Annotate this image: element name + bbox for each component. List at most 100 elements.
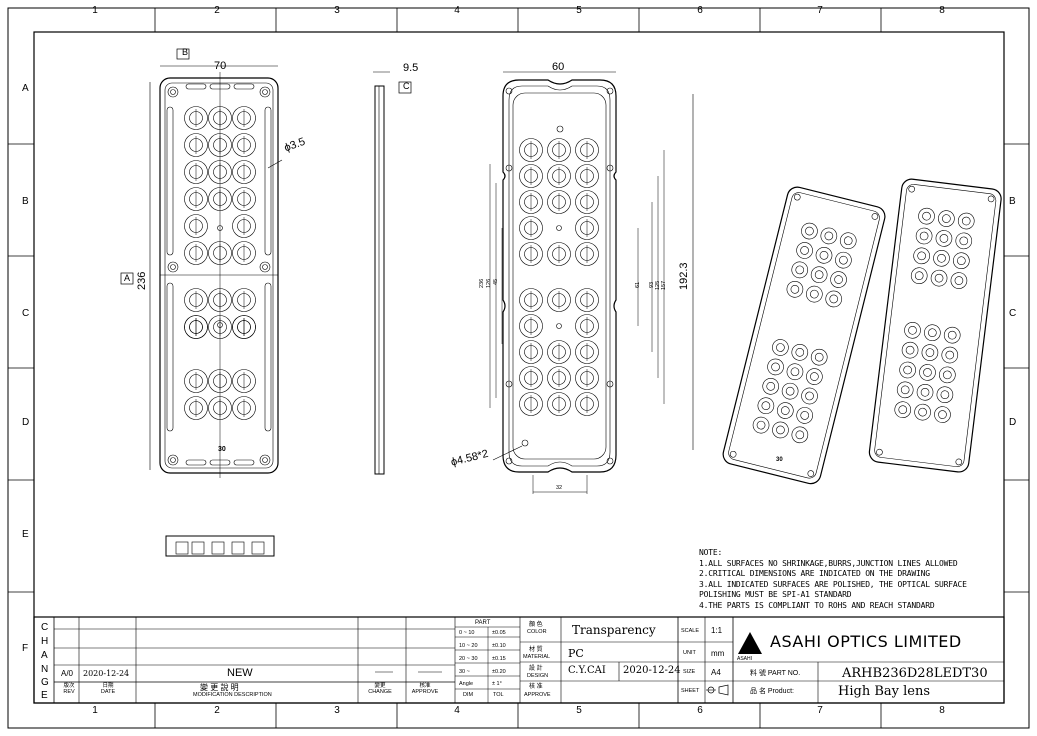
iso-lens-ring <box>806 368 823 385</box>
back-lens-cell <box>519 366 543 390</box>
iso-lens-inner <box>795 265 805 275</box>
iso-lens-ring <box>935 230 953 247</box>
lens-ring-outer <box>575 216 599 240</box>
back-lens-cell <box>547 392 571 416</box>
lens-ring-outer <box>232 133 256 157</box>
size-value: A4 <box>711 668 721 677</box>
zone-col-bottom-3: 3 <box>334 705 340 716</box>
title-block <box>33 616 1005 704</box>
change-letter-n: N <box>41 664 49 675</box>
iso-lens-ring <box>786 280 804 298</box>
iso-lens-inner <box>914 271 924 281</box>
iso-lens-inner <box>961 216 971 226</box>
rev-value: A/0 <box>61 669 74 678</box>
front-side-slot <box>264 106 272 256</box>
zone-col-top-3: 3 <box>334 5 340 16</box>
iso-lens-inner <box>814 352 824 362</box>
front-view <box>120 48 283 478</box>
front-lens-cell <box>184 106 208 130</box>
zone-col-bottom-8: 8 <box>939 705 945 716</box>
front-lens-cell <box>232 133 256 157</box>
tol-row-3-dim: 20 ~ 30 <box>459 656 478 662</box>
lens-ring-outer <box>184 160 208 184</box>
iso-lens-ring <box>915 227 933 245</box>
lens-ring-outer <box>547 392 571 416</box>
zone-col-top-8: 8 <box>939 5 945 16</box>
front-lens-cell <box>232 288 256 312</box>
iso-lens-ring <box>939 366 956 384</box>
front-mark-30: 30 <box>218 446 226 453</box>
lens-ring-outer <box>519 138 543 162</box>
front-lens-cell <box>184 241 208 265</box>
iso-lens-ring <box>914 403 931 421</box>
front-lens-cell <box>232 160 256 184</box>
iso-mount-hole <box>871 213 879 220</box>
back-lens-cell <box>547 138 571 162</box>
note-line-2: 2.CRITICAL DIMENSIONS ARE INDICATED ON T… <box>699 569 930 578</box>
iso-lens-ring <box>820 227 838 245</box>
iso-lens-inner <box>776 343 785 352</box>
front-mount-hole <box>170 264 176 270</box>
sheet-label: SHEET <box>681 688 700 694</box>
unit-label: UNIT <box>683 650 696 656</box>
iso-view-back <box>868 178 1002 473</box>
back-pin-hole <box>556 125 564 133</box>
iso-lens-inner <box>776 425 785 435</box>
iso-lens-ring <box>757 397 775 415</box>
back-lens-cell <box>519 392 543 416</box>
partno-value: ARHB236D28LEDT30 <box>842 666 988 681</box>
front-lens-cell <box>184 187 208 211</box>
front-lens-cell <box>184 369 208 393</box>
lens-ring-outer <box>232 214 256 238</box>
lens-ring-outer <box>232 288 256 312</box>
zone-row-c: C <box>22 308 30 319</box>
lbl-material-cn: 材 質 <box>529 647 543 653</box>
front-height-dim: 236 <box>136 271 148 290</box>
lens-ring-outer <box>575 392 599 416</box>
back-pocket-outline <box>512 92 607 460</box>
back-center-hole <box>556 323 562 329</box>
iso-lens-ring <box>901 341 919 359</box>
front-lens-cell <box>232 187 256 211</box>
lens-ring-outer <box>547 138 571 162</box>
zone-row-b: B <box>22 196 29 207</box>
iso-lens-inner <box>903 365 912 375</box>
back-lens-cell <box>575 392 599 416</box>
back-height-dim: 192.3 <box>678 262 690 290</box>
iso-lens-inner <box>918 407 927 417</box>
iso-lens-inner <box>959 236 969 246</box>
lens-ring-outer <box>575 314 599 338</box>
iso-lens-ring <box>919 364 936 381</box>
front-mount-hole <box>262 264 268 270</box>
iso-lens-inner <box>800 411 809 420</box>
iso-lens-inner <box>805 391 814 401</box>
lens-ring-outer <box>547 164 571 188</box>
back-lens-cell <box>519 314 543 338</box>
change-letter-g: G <box>41 677 49 688</box>
product-value: High Bay lens <box>838 684 930 699</box>
front-side-slot <box>264 282 272 432</box>
back-lens-cell <box>547 164 571 188</box>
change-letter-a: A <box>41 650 48 661</box>
lens-ring-outer <box>575 138 599 162</box>
iso-lens-ring <box>767 358 784 376</box>
iso-lens-inner <box>905 345 915 355</box>
note-line-1: 1.ALL SURFACES NO SHRINKAGE,BURRS,JUNCTI… <box>699 558 958 568</box>
iso-lens-inner <box>942 214 951 223</box>
back-lens-cell <box>547 288 571 312</box>
iso-lens-ring <box>924 324 941 342</box>
lens-ring-outer <box>184 133 208 157</box>
iso-lens-inner <box>766 382 776 391</box>
lbl-color: COLOR <box>527 629 547 635</box>
lens-ring-outer <box>575 288 599 312</box>
iso-mount-hole <box>729 450 737 458</box>
scale-label: SCALE <box>681 628 700 634</box>
front-mount-hole-outer <box>167 86 179 98</box>
zone-row-e: E <box>22 529 29 540</box>
note-line-4: POLISHING MUST BE SPI-A1 STANDARD <box>699 590 852 599</box>
tol-row-2-dim: 10 ~ 20 <box>459 643 478 649</box>
iso-lens-ring <box>796 407 813 424</box>
iso-lens-inner <box>947 330 957 340</box>
front-lens-cell <box>184 133 208 157</box>
